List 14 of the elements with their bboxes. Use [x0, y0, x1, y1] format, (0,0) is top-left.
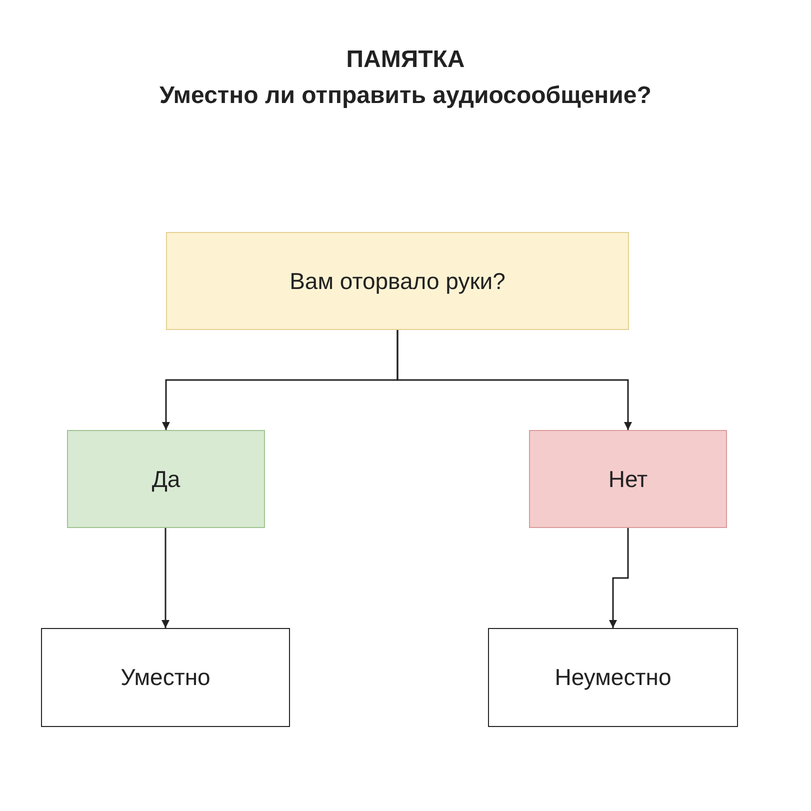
box-label: Уместно [120, 664, 210, 691]
box-label: Неуместно [554, 664, 672, 691]
arrow [396, 330, 632, 430]
flow-box [67, 430, 265, 528]
box-label: Нет [608, 466, 648, 492]
box-label: Да [152, 466, 180, 492]
flow-box [529, 430, 727, 528]
box-label: Вам оторвало руки? [290, 268, 506, 294]
title: ПАМЯТКА Уместно ли отправить аудиосообщение? [158, 45, 652, 111]
arrow [162, 528, 170, 628]
arrow [609, 528, 629, 628]
flow-box [488, 628, 738, 727]
flow-box [41, 628, 290, 727]
flow-box [166, 232, 629, 330]
